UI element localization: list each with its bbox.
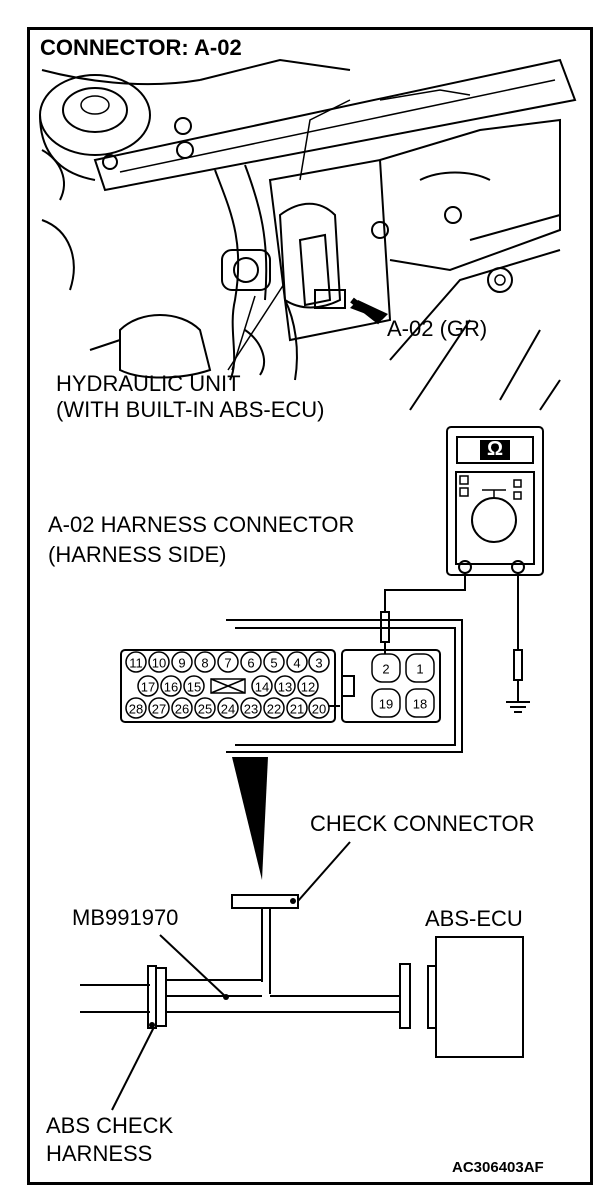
pin-number: 8 [201,656,208,671]
connector-pin: 24 [217,697,239,719]
figure-code: AC306403AF [452,1159,544,1176]
connector-pin: 26 [171,697,193,719]
pin-number: 18 [413,697,427,712]
connector-pin: 20 [308,697,330,719]
pin-number: 23 [244,702,258,717]
connector-pin: 12 [297,675,319,697]
pin-number: 16 [164,680,178,695]
pin-number: 1 [416,662,423,677]
connector-pin: 5 [263,651,285,673]
hydraulic-unit-label-line1: HYDRAULIC UNIT [56,371,241,396]
connector-pin: 28 [125,697,147,719]
pin-number: 2 [382,662,389,677]
harness-connector-label-line2: (HARNESS SIDE) [48,542,227,567]
pin-number: 5 [270,656,277,671]
hydraulic-unit-label-line2: (WITH BUILT-IN ABS-ECU) [56,397,325,422]
connector-pin: 8 [194,651,216,673]
pin-number: 27 [152,702,166,717]
pin-number: 19 [379,697,393,712]
pin-number: 25 [198,702,212,717]
connector-pin: 16 [160,675,182,697]
pin-number: 12 [301,680,315,695]
connector-pin: 25 [194,697,216,719]
connector-pin: 13 [274,675,296,697]
connector-pin-large: 18 [405,688,435,718]
view-wedge [232,757,268,880]
pin-number: 21 [290,702,304,717]
abs-ecu-label: ABS-ECU [425,906,523,931]
pin-number: 6 [247,656,254,671]
pin-number: 10 [152,656,166,671]
pin-number: 11 [129,656,143,671]
check-harness-label-line2: HARNESS [46,1141,153,1166]
connector-pin: 11 [125,651,147,673]
pin-number: 28 [129,702,143,717]
pin-number: 3 [315,656,322,671]
pin-number: 20 [312,702,326,717]
pin-number: 14 [255,680,269,695]
connector-pin-large: 2 [371,653,401,683]
connector-pin: 14 [251,675,273,697]
connector-pin: 6 [240,651,262,673]
tool-number-label: MB991970 [72,905,179,930]
pin-number: 7 [224,656,231,671]
pin-number: 22 [267,702,281,717]
connector-pin-large: 19 [371,688,401,718]
connector-pin-large: 1 [405,653,435,683]
engine-bay-illustration [39,58,577,411]
connector-callout: A-02 (GR) [387,316,488,341]
check-connector-label: CHECK CONNECTOR [310,811,535,836]
harness-connector-label-line1: A-02 HARNESS CONNECTOR [48,512,355,537]
check-harness-label-line1: ABS CHECK [46,1113,174,1138]
check-harness-diagram [80,841,524,1111]
connector-pin: 10 [148,651,170,673]
connector-pin: 21 [286,697,308,719]
pin-number: 9 [178,656,185,671]
pin-number: 24 [221,702,235,717]
connector-pin: 4 [286,651,308,673]
page-title: CONNECTOR: A-02 [40,35,242,60]
figure-frame [27,27,593,1185]
connector-pin: 3 [308,651,330,673]
connector-pin: 15 [183,675,205,697]
connector-pin: 7 [217,651,239,673]
connector-pin: 9 [171,651,193,673]
pin-number: 26 [175,702,189,717]
connector-pin: 22 [263,697,285,719]
connector-pin: 27 [148,697,170,719]
pin-number: 17 [141,680,155,695]
pin-number: 15 [187,680,201,695]
ohmmeter [380,426,544,713]
connector-pin: 23 [240,697,262,719]
pin-number: 4 [293,656,300,671]
ohm-symbol: Ω [486,438,504,460]
pin-number: 13 [278,680,292,695]
connector-pin: 17 [137,675,159,697]
